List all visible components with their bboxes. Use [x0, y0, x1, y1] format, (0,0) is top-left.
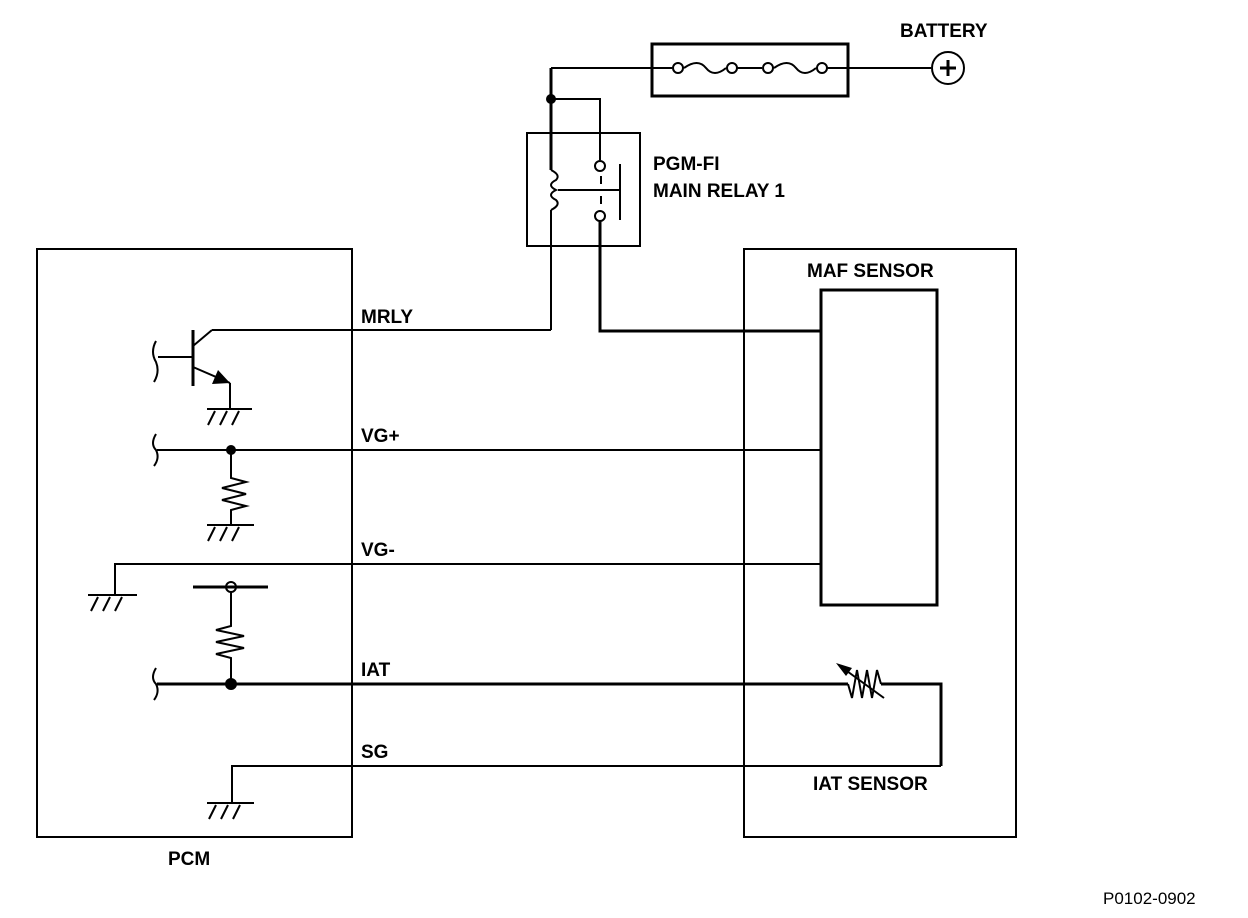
junction-dot: [225, 678, 237, 690]
pcm-box: [36, 248, 353, 838]
ground-icon: [88, 594, 137, 612]
battery-label: BATTERY: [900, 21, 988, 42]
sensor-housing-box: [743, 248, 1017, 838]
sg-wire: [231, 765, 941, 802]
connector-break-icon: [152, 433, 159, 467]
thermistor-icon: [836, 663, 885, 699]
iat-label: IAT: [361, 660, 391, 681]
ground-icon: [207, 802, 254, 820]
iat-sensor-loop-wire: [881, 682, 943, 766]
mrly-label: MRLY: [361, 307, 413, 328]
ground-icon: [207, 524, 254, 542]
relay-switch-feed-wire: [551, 98, 601, 160]
fuse-box: [650, 42, 850, 98]
relay-box: [526, 132, 641, 247]
connector-break-icon: [152, 667, 159, 701]
resistor-icon: [221, 450, 250, 525]
maf-sensor-label: MAF SENSOR: [807, 261, 934, 282]
maf-sensor-element: [819, 288, 939, 607]
relay-label-line2: MAIN RELAY 1: [653, 181, 785, 202]
resistor-icon: [215, 592, 245, 683]
battery-terminal-icon: [931, 51, 965, 85]
ground-icon: [207, 408, 252, 426]
vg-minus-label: VG-: [361, 540, 395, 561]
relay-label-line1: PGM-FI: [653, 154, 720, 175]
figure-code: P0102-0902: [1103, 889, 1196, 908]
iat-sensor-label: IAT SENSOR: [813, 774, 928, 795]
relay-coil-icon: [550, 169, 620, 211]
vg-plus-label: VG+: [361, 426, 400, 447]
sg-label: SG: [361, 742, 388, 763]
transistor-icon: [152, 329, 231, 409]
pcm-label: PCM: [168, 849, 210, 870]
fuse-icon: [551, 62, 931, 74]
relay-output-wire: [598, 221, 821, 333]
vg-minus-wire: [114, 563, 821, 595]
